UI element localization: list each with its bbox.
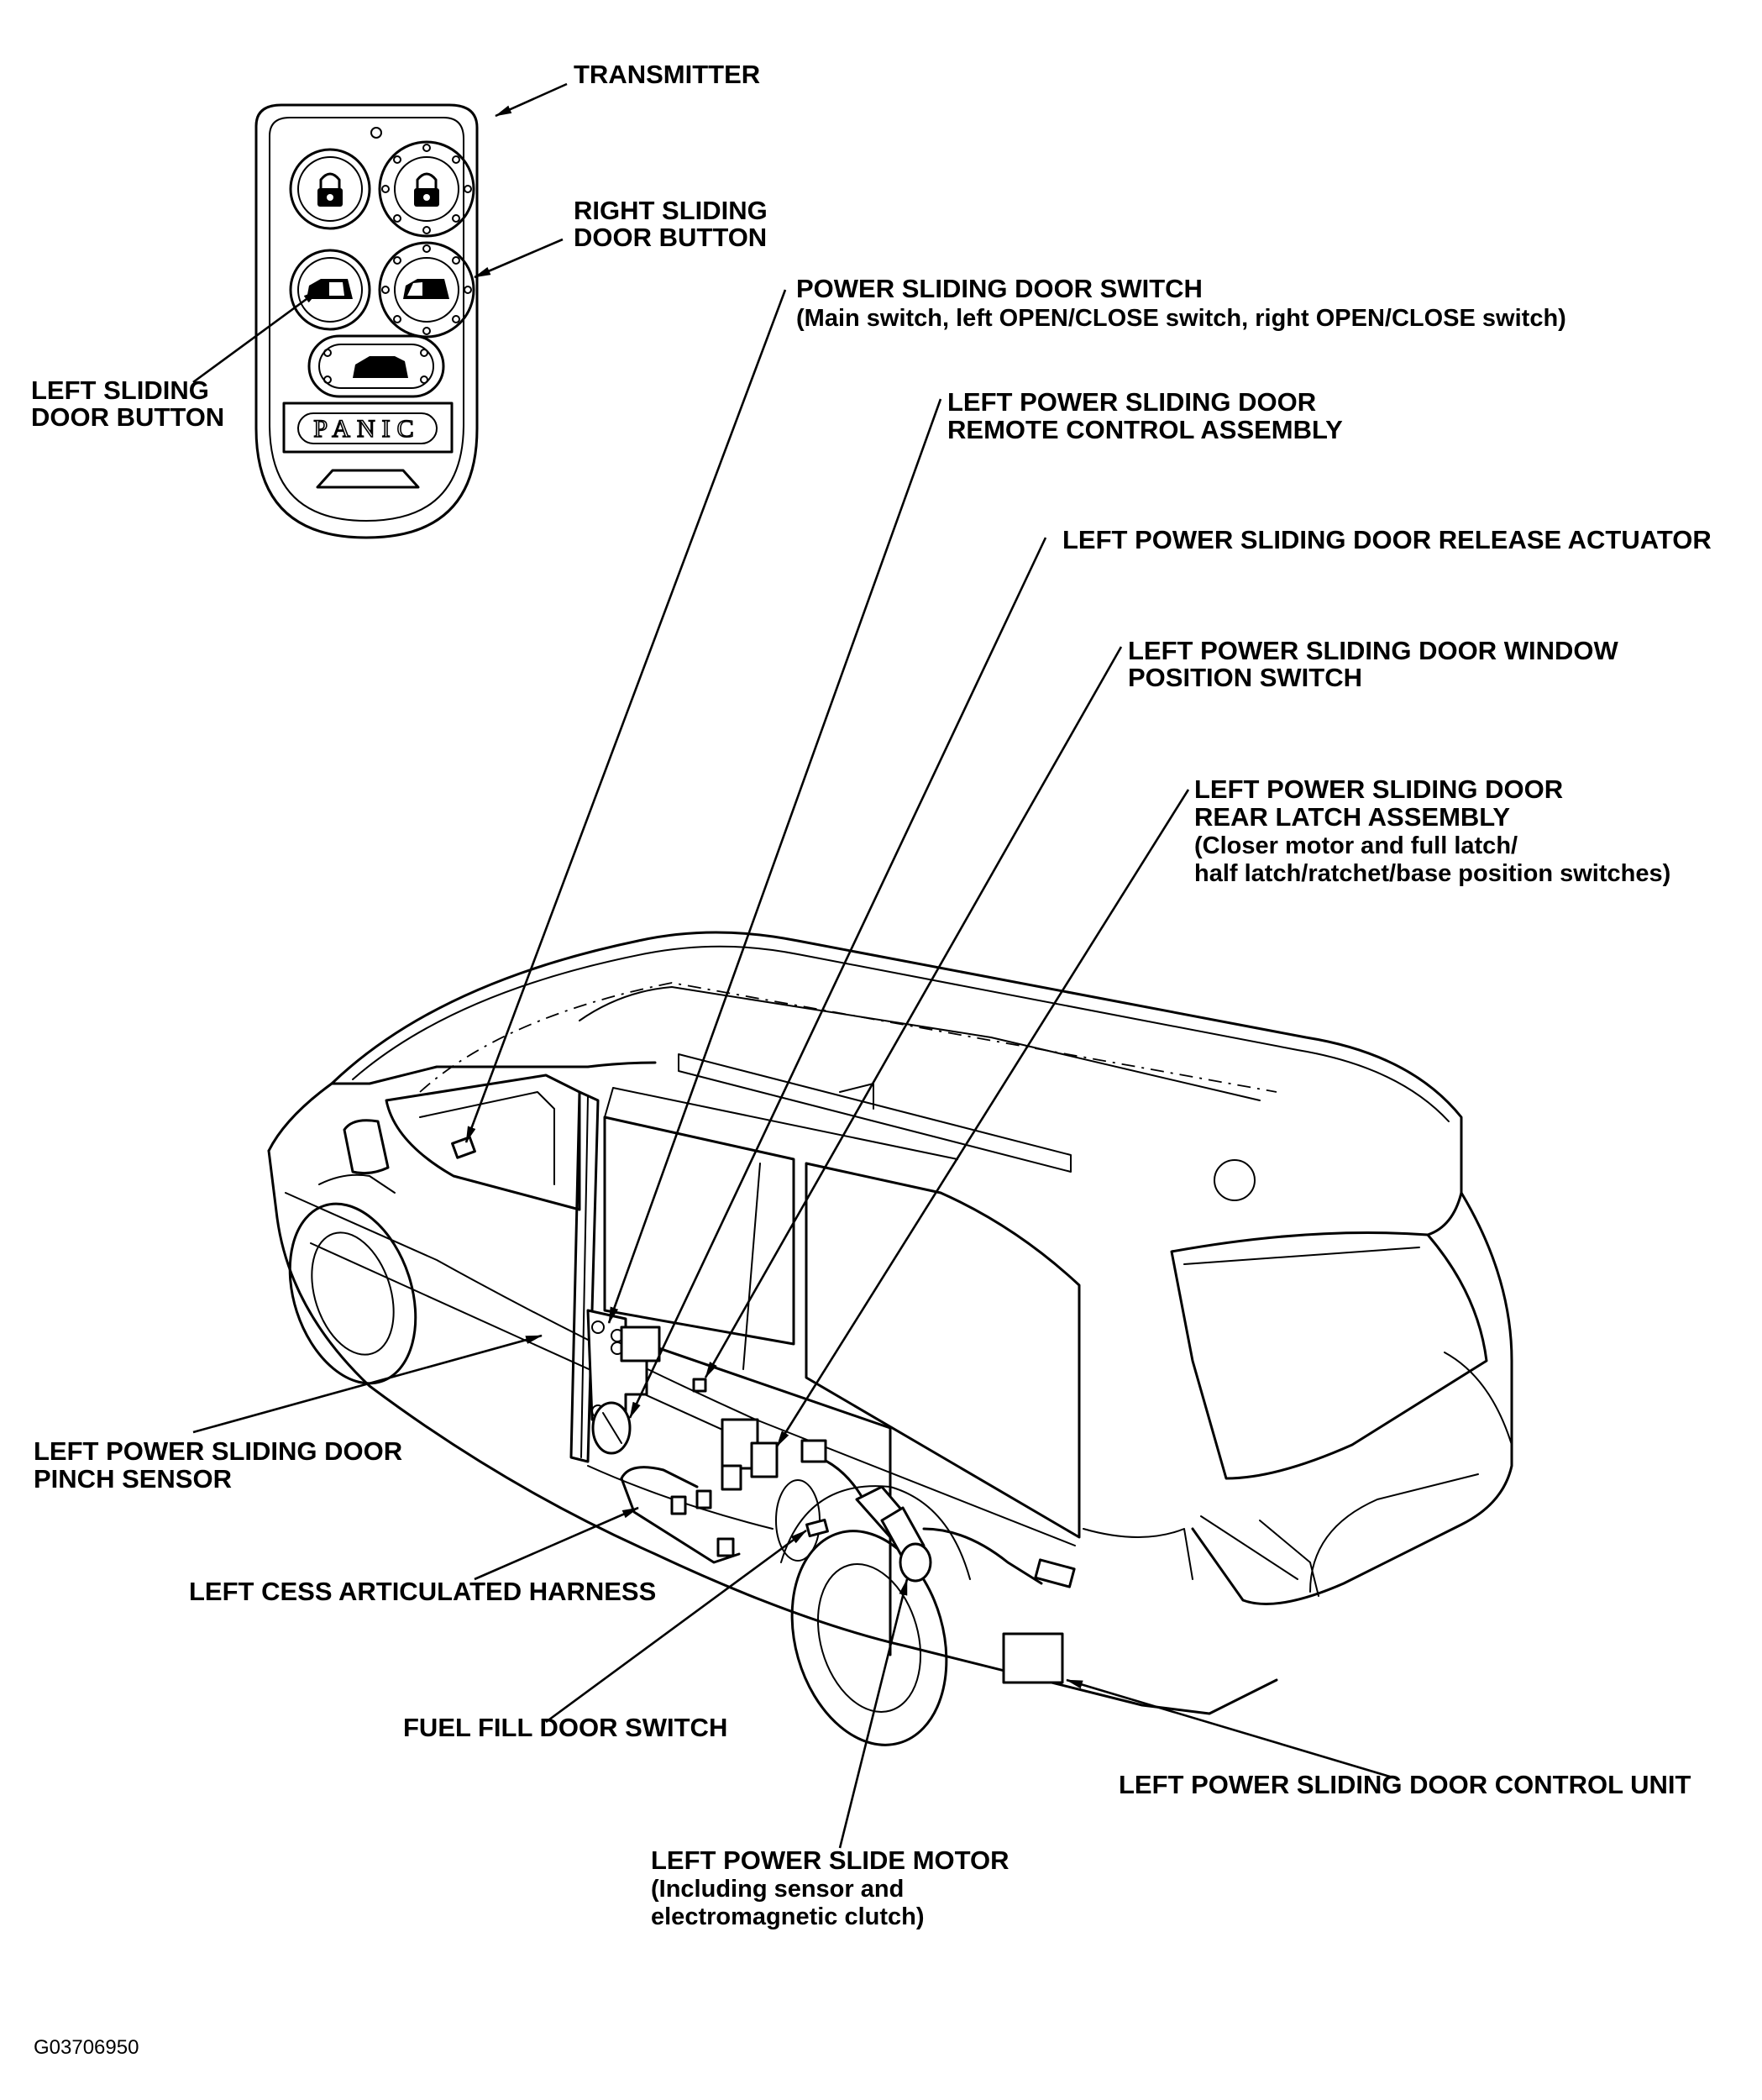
- power-sliding-door-control-unit-part: [1002, 1632, 1064, 1684]
- label-window-switch-line1: LEFT POWER SLIDING DOOR WINDOW: [1128, 636, 1619, 665]
- label-rear-latch-line3: (Closer motor and full latch/: [1194, 832, 1518, 859]
- label-remote-control-line1: LEFT POWER SLIDING DOOR: [947, 387, 1316, 417]
- label-fuel-switch: FUEL FILL DOOR SWITCH: [403, 1713, 727, 1742]
- label-remote-control-line2: REMOTE CONTROL ASSEMBLY: [947, 415, 1343, 444]
- label-pinch-sensor-line1: LEFT POWER SLIDING DOOR: [34, 1436, 402, 1466]
- fuel-fill-door-switch-part: [805, 1518, 829, 1538]
- label-left-button-line2: DOOR BUTTON: [31, 402, 224, 432]
- left-sliding-door-button[interactable]: [289, 249, 371, 331]
- left-door-icon: [307, 279, 353, 299]
- label-rear-latch-line2: REAR LATCH ASSEMBLY: [1194, 802, 1510, 832]
- label-slide-motor-line3: electromagnetic clutch): [651, 1903, 925, 1930]
- rear-hatch-icon: [353, 356, 408, 378]
- label-rear-latch-line4: half latch/ratchet/base position switche…: [1194, 860, 1670, 887]
- label-pinch-sensor-line2: PINCH SENSOR: [34, 1464, 232, 1494]
- label-door-switch-line2: (Main switch, left OPEN/CLOSE switch, ri…: [796, 305, 1566, 332]
- lock-icon: [317, 172, 343, 207]
- rear-hatch-button[interactable]: [307, 334, 445, 398]
- label-right-button-line1: RIGHT SLIDING: [574, 196, 768, 225]
- label-slide-motor-line2: (Including sensor and: [651, 1876, 904, 1903]
- label-release-actuator: LEFT POWER SLIDING DOOR RELEASE ACTUATOR: [1062, 525, 1712, 554]
- power-sliding-door-switch-part: [451, 1136, 476, 1159]
- label-window-switch-line2: POSITION SWITCH: [1128, 663, 1362, 692]
- label-harness: LEFT CESS ARTICULATED HARNESS: [189, 1577, 656, 1606]
- minivan-illustration: [267, 931, 1513, 1746]
- right-sliding-door-button[interactable]: [378, 241, 475, 339]
- release-actuator-part: [591, 1401, 632, 1455]
- rear-latch-assembly-part: [721, 1418, 779, 1491]
- label-slide-motor-line1: LEFT POWER SLIDE MOTOR: [651, 1845, 1009, 1875]
- leader-lines: [192, 82, 1391, 1849]
- unlock-icon: [414, 172, 439, 207]
- lock-button[interactable]: [289, 148, 371, 230]
- unlock-button[interactable]: [378, 140, 475, 238]
- remote-control-assembly-part: [586, 1309, 661, 1430]
- panic-label: PANIC: [313, 415, 420, 443]
- figure-code: G03706950: [34, 2036, 139, 2059]
- label-left-button-line1: LEFT SLIDING: [31, 375, 209, 405]
- callout-labels: TRANSMITTER RIGHT SLIDING DOOR BUTTON LE…: [31, 60, 1712, 2059]
- transmitter-keyfob: PANIC: [254, 103, 479, 539]
- label-door-switch-line1: POWER SLIDING DOOR SWITCH: [796, 274, 1203, 303]
- power-slide-motor-part: [800, 1439, 1076, 1588]
- led-indicator: [370, 127, 382, 139]
- panic-button[interactable]: PANIC: [282, 402, 454, 454]
- window-position-switch-part: [692, 1378, 707, 1393]
- label-right-button-line2: DOOR BUTTON: [574, 223, 767, 252]
- label-control-unit: LEFT POWER SLIDING DOOR CONTROL UNIT: [1119, 1770, 1691, 1799]
- label-transmitter: TRANSMITTER: [574, 60, 760, 89]
- label-rear-latch-line1: LEFT POWER SLIDING DOOR: [1194, 774, 1563, 804]
- right-door-icon: [403, 279, 449, 299]
- cess-articulated-harness-part: [620, 1466, 741, 1564]
